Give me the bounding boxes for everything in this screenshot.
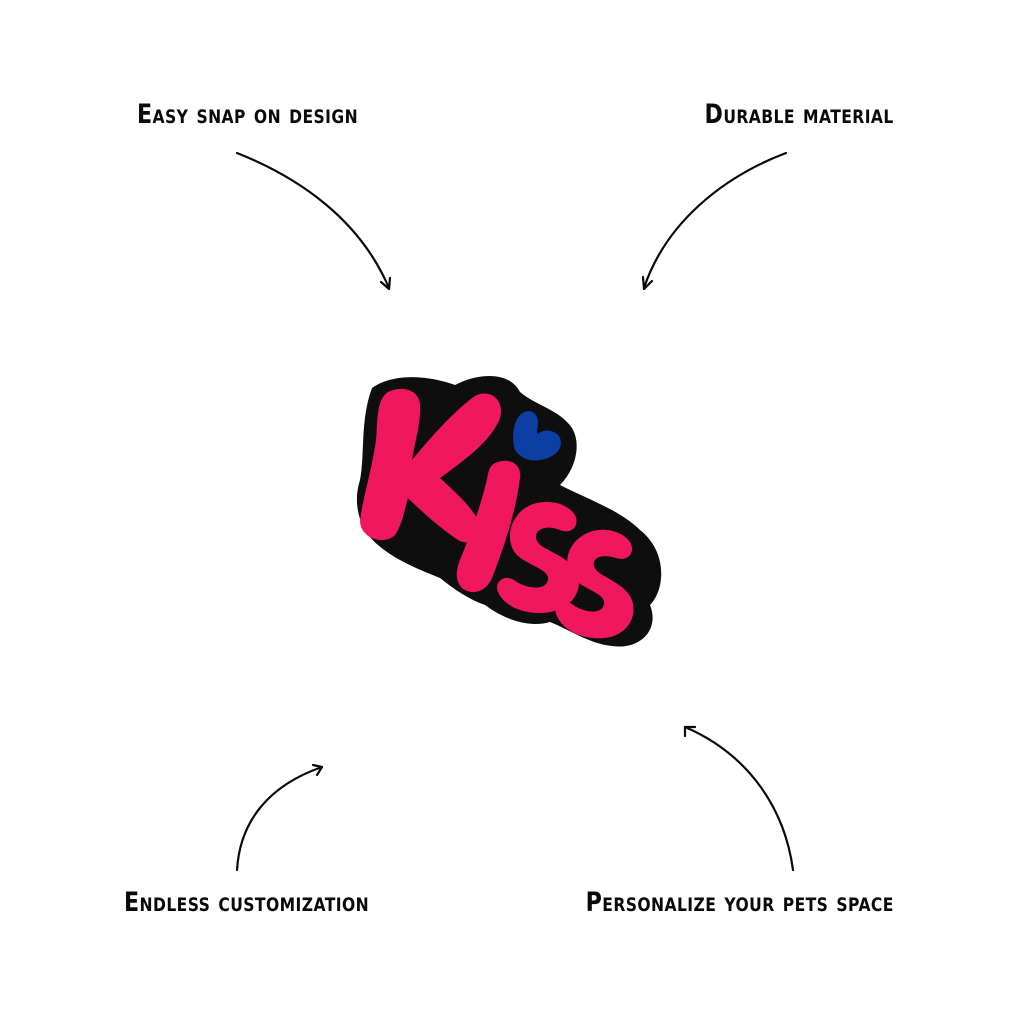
feature-label-personalize: Personalize your pets space <box>585 887 894 918</box>
heart-icon <box>513 411 561 461</box>
arrow-bottom-right-icon <box>683 725 795 872</box>
feature-label-durable-material: Durable material <box>704 99 894 130</box>
arrow-bottom-left-icon <box>235 763 324 872</box>
letter-s-first <box>497 501 579 614</box>
letter-k <box>360 388 501 543</box>
letter-s-second <box>555 529 634 639</box>
arrow-top-left-icon <box>235 151 392 291</box>
arrow-top-right-icon <box>641 151 788 291</box>
feature-label-easy-snap: Easy snap on design <box>137 99 359 130</box>
letter-i <box>456 460 521 593</box>
feature-label-endless-customization: Endless customization <box>124 887 370 918</box>
